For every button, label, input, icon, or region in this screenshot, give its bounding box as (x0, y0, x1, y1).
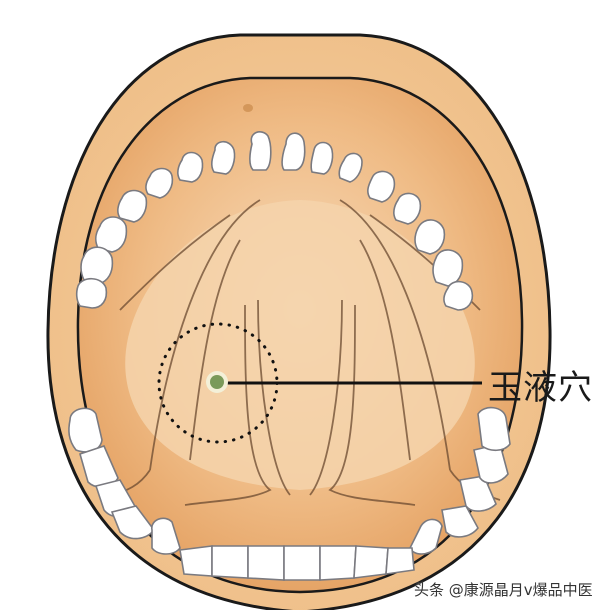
tongue (125, 200, 475, 490)
acupoint-marker (210, 375, 224, 389)
lower-teeth (68, 406, 511, 581)
upper-teeth (75, 131, 474, 311)
watermark: 头条 @康源晶月v爆品中医 (414, 581, 593, 599)
acupoint-label: 玉液穴 (488, 368, 593, 408)
